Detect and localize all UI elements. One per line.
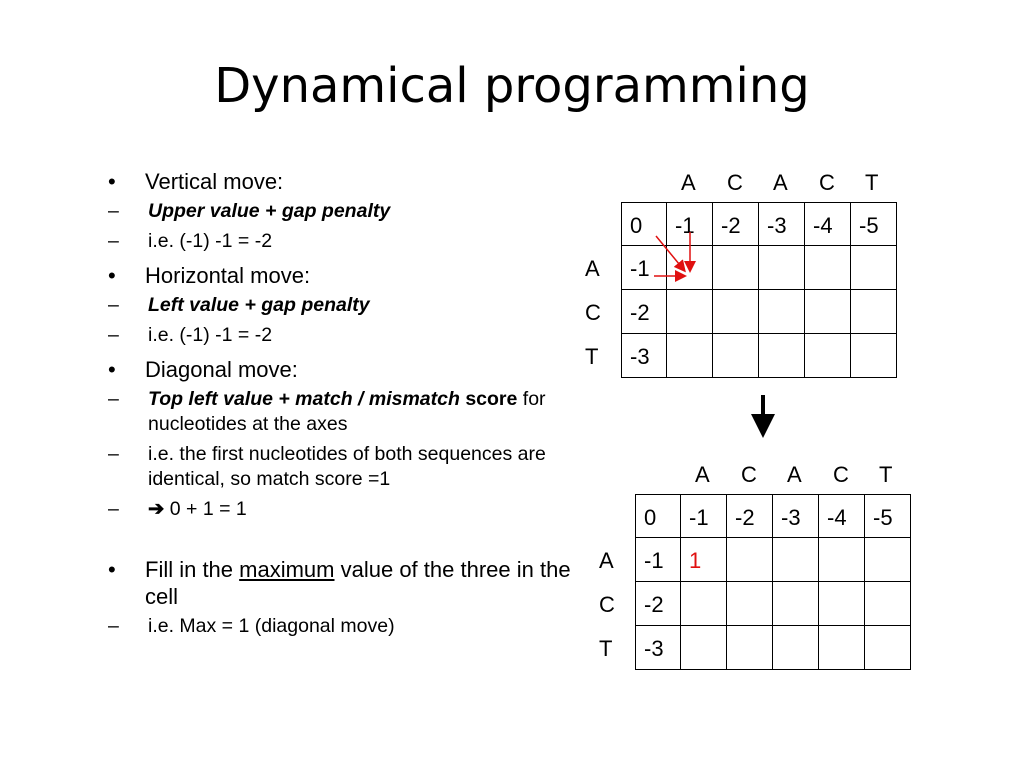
dash: – — [108, 443, 119, 465]
sub-bullet-text: i.e. the first nucleotides of both seque… — [148, 443, 546, 490]
bullet-label: Diagonal move: — [145, 357, 298, 382]
row-header: C — [599, 592, 615, 617]
dash: – — [108, 230, 119, 252]
dash: – — [108, 294, 119, 316]
sub-bullet: – Top left value + match / mismatch scor… — [108, 387, 588, 437]
bullet-vertical-move: • Vertical move: — [108, 168, 588, 195]
column-header: T — [879, 462, 893, 487]
sub-bullet-text: i.e. (-1) -1 = -2 — [148, 324, 273, 346]
sub-bullet: – i.e. Max = 1 (diagonal move) — [108, 614, 588, 639]
bullet-dot: • — [108, 169, 116, 194]
column-header: C — [819, 170, 835, 195]
dash: – — [108, 200, 119, 222]
bullet-label: Horizontal move: — [145, 263, 311, 288]
slide-title: Dynamical programming — [214, 58, 810, 114]
right-arrow-icon: ➔ — [148, 498, 165, 520]
dash: – — [108, 615, 119, 637]
dash: – — [108, 498, 119, 520]
bullet-dot: • — [108, 557, 116, 582]
sub-bullet: – Left value + gap penalty — [108, 293, 588, 318]
matrix-cell — [864, 625, 911, 670]
sub-bullet-text: 0 + 1 = 1 — [164, 498, 247, 520]
matrix-cell — [850, 333, 897, 378]
sub-bullet: – ➔ 0 + 1 = 1 — [108, 497, 588, 522]
bullet-diagonal-move: • Diagonal move: — [108, 356, 588, 383]
sub-bullet-text: Upper value + gap penalty — [148, 200, 391, 222]
bullet-dot: • — [108, 357, 116, 382]
sub-bullet-text: i.e. (-1) -1 = -2 — [148, 230, 273, 252]
column-header: T — [865, 170, 879, 195]
diagonal-arrow-icon — [655, 235, 686, 273]
bullet-label-rest: value of the three in the cell — [145, 557, 571, 609]
row-header: C — [585, 300, 601, 325]
bullet-dot: • — [108, 263, 116, 288]
dash: – — [108, 388, 119, 410]
sub-bullet: – Upper value + gap penalty — [108, 199, 588, 224]
column-header: A — [773, 170, 788, 195]
column-header: A — [787, 462, 802, 487]
row-header: T — [599, 636, 613, 661]
column-header: A — [695, 462, 710, 487]
column-header: C — [833, 462, 849, 487]
bullet-label: Vertical move: — [145, 169, 284, 194]
sub-bullet-text-bold: Top left value + match / mismatch — [148, 388, 460, 410]
bullet-list: • Vertical move: – Upper value + gap pen… — [108, 168, 588, 639]
row-header: T — [585, 344, 599, 369]
sub-bullet: – i.e. (-1) -1 = -2 — [108, 323, 588, 348]
sub-bullet-text-bold2: score — [465, 388, 518, 410]
underlined-word: maximum — [239, 557, 335, 582]
sub-bullet: – i.e. the first nucleotides of both seq… — [108, 442, 588, 492]
bullet-label: Fill in the — [145, 557, 240, 582]
sub-bullet: – i.e. (-1) -1 = -2 — [108, 229, 588, 254]
column-header: A — [681, 170, 696, 195]
column-header: C — [741, 462, 757, 487]
sub-bullet-text: i.e. Max = 1 (diagonal move) — [148, 615, 395, 637]
bullet-horizontal-move: • Horizontal move: — [108, 262, 588, 289]
sub-bullet-text: for nucleotides at the axes — [148, 388, 546, 435]
row-header: A — [599, 548, 614, 573]
dash: – — [108, 324, 119, 346]
row-header: A — [585, 256, 600, 281]
bullet-fill-maximum: • Fill in the maximum value of the three… — [108, 556, 588, 610]
sub-bullet-text: Left value + gap penalty — [148, 294, 370, 316]
column-header: C — [727, 170, 743, 195]
